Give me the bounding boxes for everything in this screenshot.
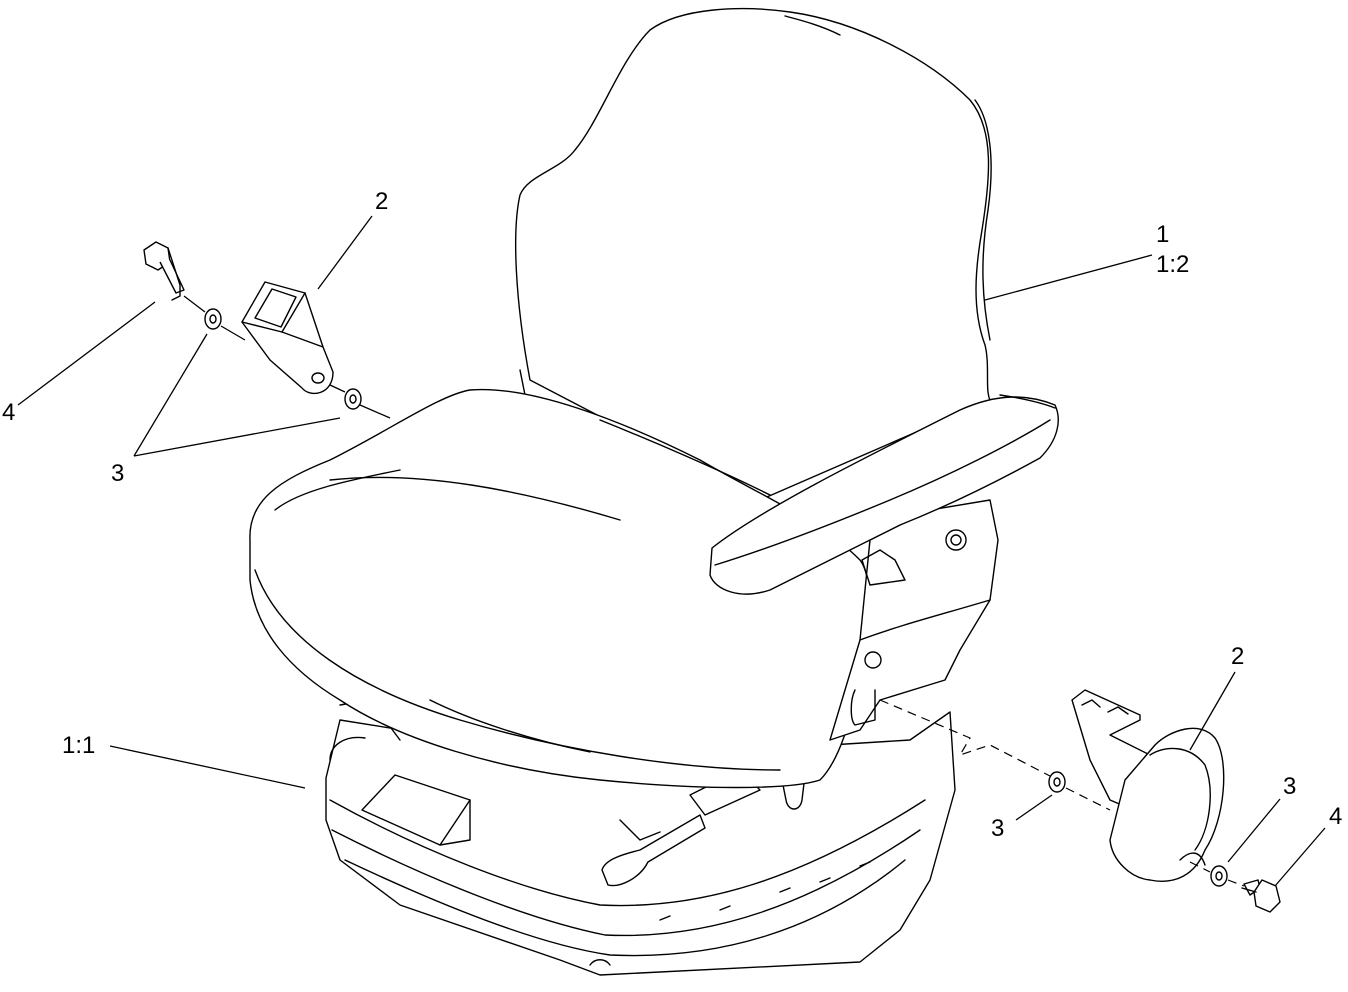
callout-2-right: 2 — [1231, 643, 1244, 670]
right-bolt — [1241, 879, 1281, 913]
seat-backrest — [514, 7, 992, 501]
callout-1-2: 1:2 — [1156, 251, 1189, 278]
seat-cushion — [249, 388, 871, 789]
callout-4-right: 4 — [1329, 803, 1342, 830]
left-seat-belt-buckle — [241, 281, 334, 395]
leader-1-1 — [109, 745, 306, 789]
leader-4-right — [1274, 827, 1326, 887]
callout-2-left: 2 — [375, 188, 388, 215]
callout-3-right-a: 3 — [991, 815, 1004, 842]
left-washer-lower — [344, 388, 362, 410]
armrest — [709, 394, 1059, 595]
leader-3-right-a — [1015, 794, 1053, 821]
callout-3-left: 3 — [111, 460, 124, 487]
left-washer-upper — [204, 308, 222, 330]
leader-2-left — [317, 215, 373, 290]
callout-1-1: 1:1 — [62, 732, 95, 759]
leader-1 — [984, 254, 1153, 301]
right-washer-a — [1048, 771, 1066, 793]
callout-3-right-b: 3 — [1283, 773, 1296, 800]
leader-4-left — [17, 301, 156, 406]
left-bolt — [143, 241, 185, 301]
leader-3-left-a — [133, 333, 208, 457]
right-seat-belt-buckle — [1071, 689, 1225, 882]
left-assembly-centerline — [183, 295, 391, 419]
leader-3-left-b — [133, 417, 341, 457]
callout-1: 1 — [1156, 221, 1169, 248]
right-washer-b — [1210, 865, 1228, 887]
leader-3-right-b — [1227, 798, 1281, 863]
seat-side-panel — [829, 499, 999, 741]
leader-2-right — [1189, 671, 1236, 751]
callout-4-left: 4 — [2, 399, 15, 426]
